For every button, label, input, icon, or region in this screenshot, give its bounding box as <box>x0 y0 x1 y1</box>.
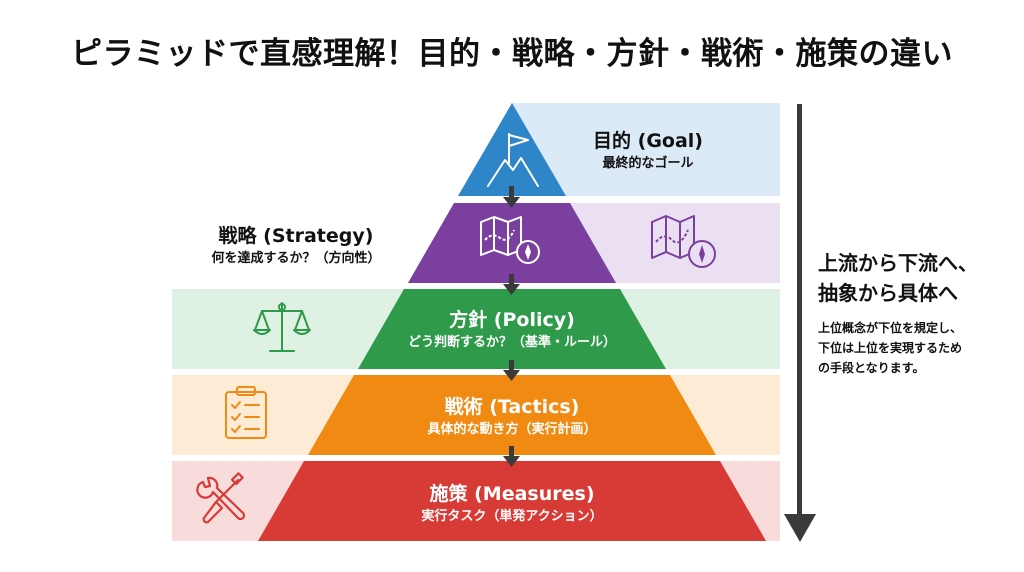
connector-arrow <box>503 186 520 208</box>
level-heading: 戦術 (Tactics) <box>444 396 580 418</box>
map-compass-icon <box>480 216 540 264</box>
pyramid-level-goal <box>458 103 566 196</box>
pyramid-level-tactics <box>308 375 716 455</box>
scales-icon <box>253 302 311 352</box>
level-heading: 施策 (Measures) <box>429 483 595 505</box>
level-label-tactics: 戦術 (Tactics) 具体的な動き方（実行計画） <box>372 395 652 439</box>
level-subtitle: 実行タスク（単発アクション） <box>421 509 603 524</box>
connector-arrow <box>503 446 520 467</box>
level-label-goal: 目的 (Goal) 最終的なゴール <box>578 129 718 173</box>
flow-title-line: 上流から下流へ、 <box>818 251 978 275</box>
level-subtitle: どう判断するか？（基準・ルール） <box>407 335 616 350</box>
flow-desc-line: の手段となります。 <box>818 361 925 375</box>
level-subtitle: 具体的な動き方（実行計画） <box>427 422 597 437</box>
flow-desc-line: 下位は上位を実現するため <box>818 341 963 355</box>
connector-arrow <box>503 274 520 295</box>
flow-desc-line: 上位概念が下位を規定し、 <box>818 321 963 335</box>
connector-arrow <box>503 360 520 381</box>
flow-description: 上位概念が下位を規定し、 下位は上位を実現するため の手段となります。 <box>818 318 1018 378</box>
page-title: ピラミッドで直感理解！目的・戦略・方針・戦術・施策の違い <box>71 36 953 72</box>
pyramid-level-policy <box>358 289 666 369</box>
level-heading: 戦略 (Strategy) <box>218 225 374 247</box>
pyramid-level-measures <box>258 461 766 541</box>
level-label-strategy: 戦略 (Strategy) 何を達成するか？（方向性） <box>196 224 396 268</box>
flow-arrow-head <box>784 514 816 542</box>
level-label-measures: 施策 (Measures) 実行タスク（単発アクション） <box>362 482 662 526</box>
level-subtitle: 何を達成するか？（方向性） <box>211 251 381 266</box>
level-subtitle: 最終的なゴール <box>602 156 694 171</box>
map-compass-icon <box>651 215 716 268</box>
flow-title: 上流から下流へ、 抽象から具体へ <box>818 248 978 308</box>
wrench-screwdriver-icon <box>196 472 246 524</box>
flow-arrow-shaft <box>797 104 802 520</box>
clipboard-checklist-icon <box>225 386 267 439</box>
level-heading: 方針 (Policy) <box>449 309 575 331</box>
level-label-policy: 方針 (Policy) どう判断するか？（基準・ルール） <box>372 308 652 352</box>
level-heading: 目的 (Goal) <box>593 130 703 152</box>
summit-flag-icon <box>487 133 539 187</box>
pyramid-level-strategy <box>408 203 616 283</box>
flow-title-line: 抽象から具体へ <box>818 281 958 305</box>
